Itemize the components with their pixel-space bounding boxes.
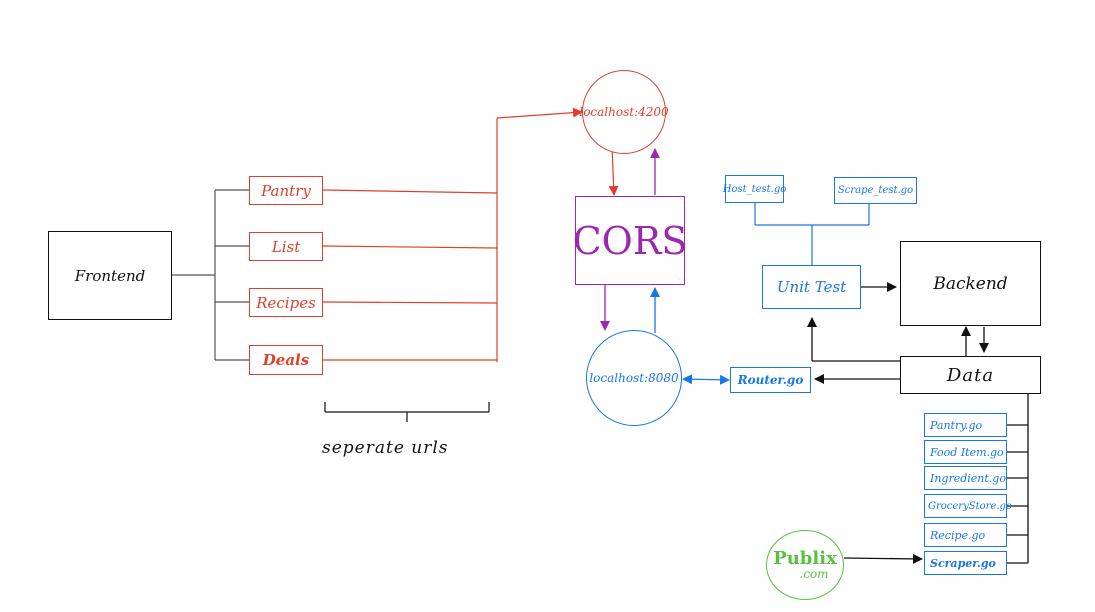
publix-node: Publix .com	[766, 530, 844, 600]
publix-domain: .com	[799, 567, 829, 581]
frontend-route-tree	[172, 189, 249, 361]
data-file-label: Recipe.go	[930, 528, 986, 542]
route-recipes: Recipes	[249, 288, 323, 317]
frontend-label: Frontend	[74, 266, 146, 285]
backend-host-router-link	[682, 374, 730, 385]
data-file-pantry: Pantry.go	[924, 413, 1007, 437]
router-label: Router.go	[737, 373, 804, 387]
route-label: Recipes	[256, 293, 316, 312]
data-file-ingredient: Ingredient.go	[924, 466, 1007, 490]
routes-caption: seperate urls	[322, 438, 449, 458]
host-test-node: Host_test.go	[722, 175, 787, 203]
route-label: Pantry	[261, 181, 311, 200]
routes-bracket	[324, 402, 490, 422]
data-file-scraper: Scraper.go	[924, 551, 1007, 575]
cors-label: CORS	[572, 218, 688, 263]
frontend-host-label: localhost:4200	[579, 105, 669, 119]
frontend-host-node: localhost:4200	[579, 70, 669, 154]
backend-label: Backend	[933, 273, 1008, 294]
data-file-label: Pantry.go	[930, 418, 983, 432]
data-file-label: Scraper.go	[930, 556, 996, 570]
data-file-label: GroceryStore.go	[928, 500, 1012, 512]
data-file-food-item: Food Item.go	[924, 440, 1007, 464]
data-file-label: Ingredient.go	[930, 471, 1006, 485]
cors-node: CORS	[572, 196, 688, 285]
route-deals: Deals	[249, 345, 323, 375]
unit-test-node: Unit Test	[762, 265, 861, 309]
tests-tree	[754, 203, 870, 265]
test-label: Host_test.go	[722, 183, 787, 195]
route-label: List	[271, 237, 301, 256]
router-node: Router.go	[730, 367, 811, 393]
backend-node: Backend	[900, 241, 1041, 326]
scrape-test-node: Scrape_test.go	[834, 177, 917, 204]
route-to-frontend-host	[322, 107, 619, 362]
data-file-recipe: Recipe.go	[924, 523, 1007, 547]
cors-arrows	[600, 148, 660, 333]
unit-test-label: Unit Test	[776, 278, 847, 296]
data-file-grocery-store: GroceryStore.go	[924, 494, 1012, 518]
test-label: Scrape_test.go	[837, 185, 914, 196]
backend-connections	[807, 282, 1029, 564]
frontend-node: Frontend	[48, 231, 172, 320]
route-label: Deals	[262, 351, 310, 369]
data-node: Data	[900, 356, 1041, 394]
backend-host-label: localhost:8080	[589, 371, 679, 385]
data-label: Data	[946, 364, 995, 386]
route-list: List	[249, 232, 323, 261]
publix-name: Publix	[773, 548, 837, 569]
backend-host-node: localhost:8080	[586, 330, 682, 426]
route-pantry: Pantry	[249, 176, 323, 205]
data-file-label: Food Item.go	[930, 445, 1004, 459]
